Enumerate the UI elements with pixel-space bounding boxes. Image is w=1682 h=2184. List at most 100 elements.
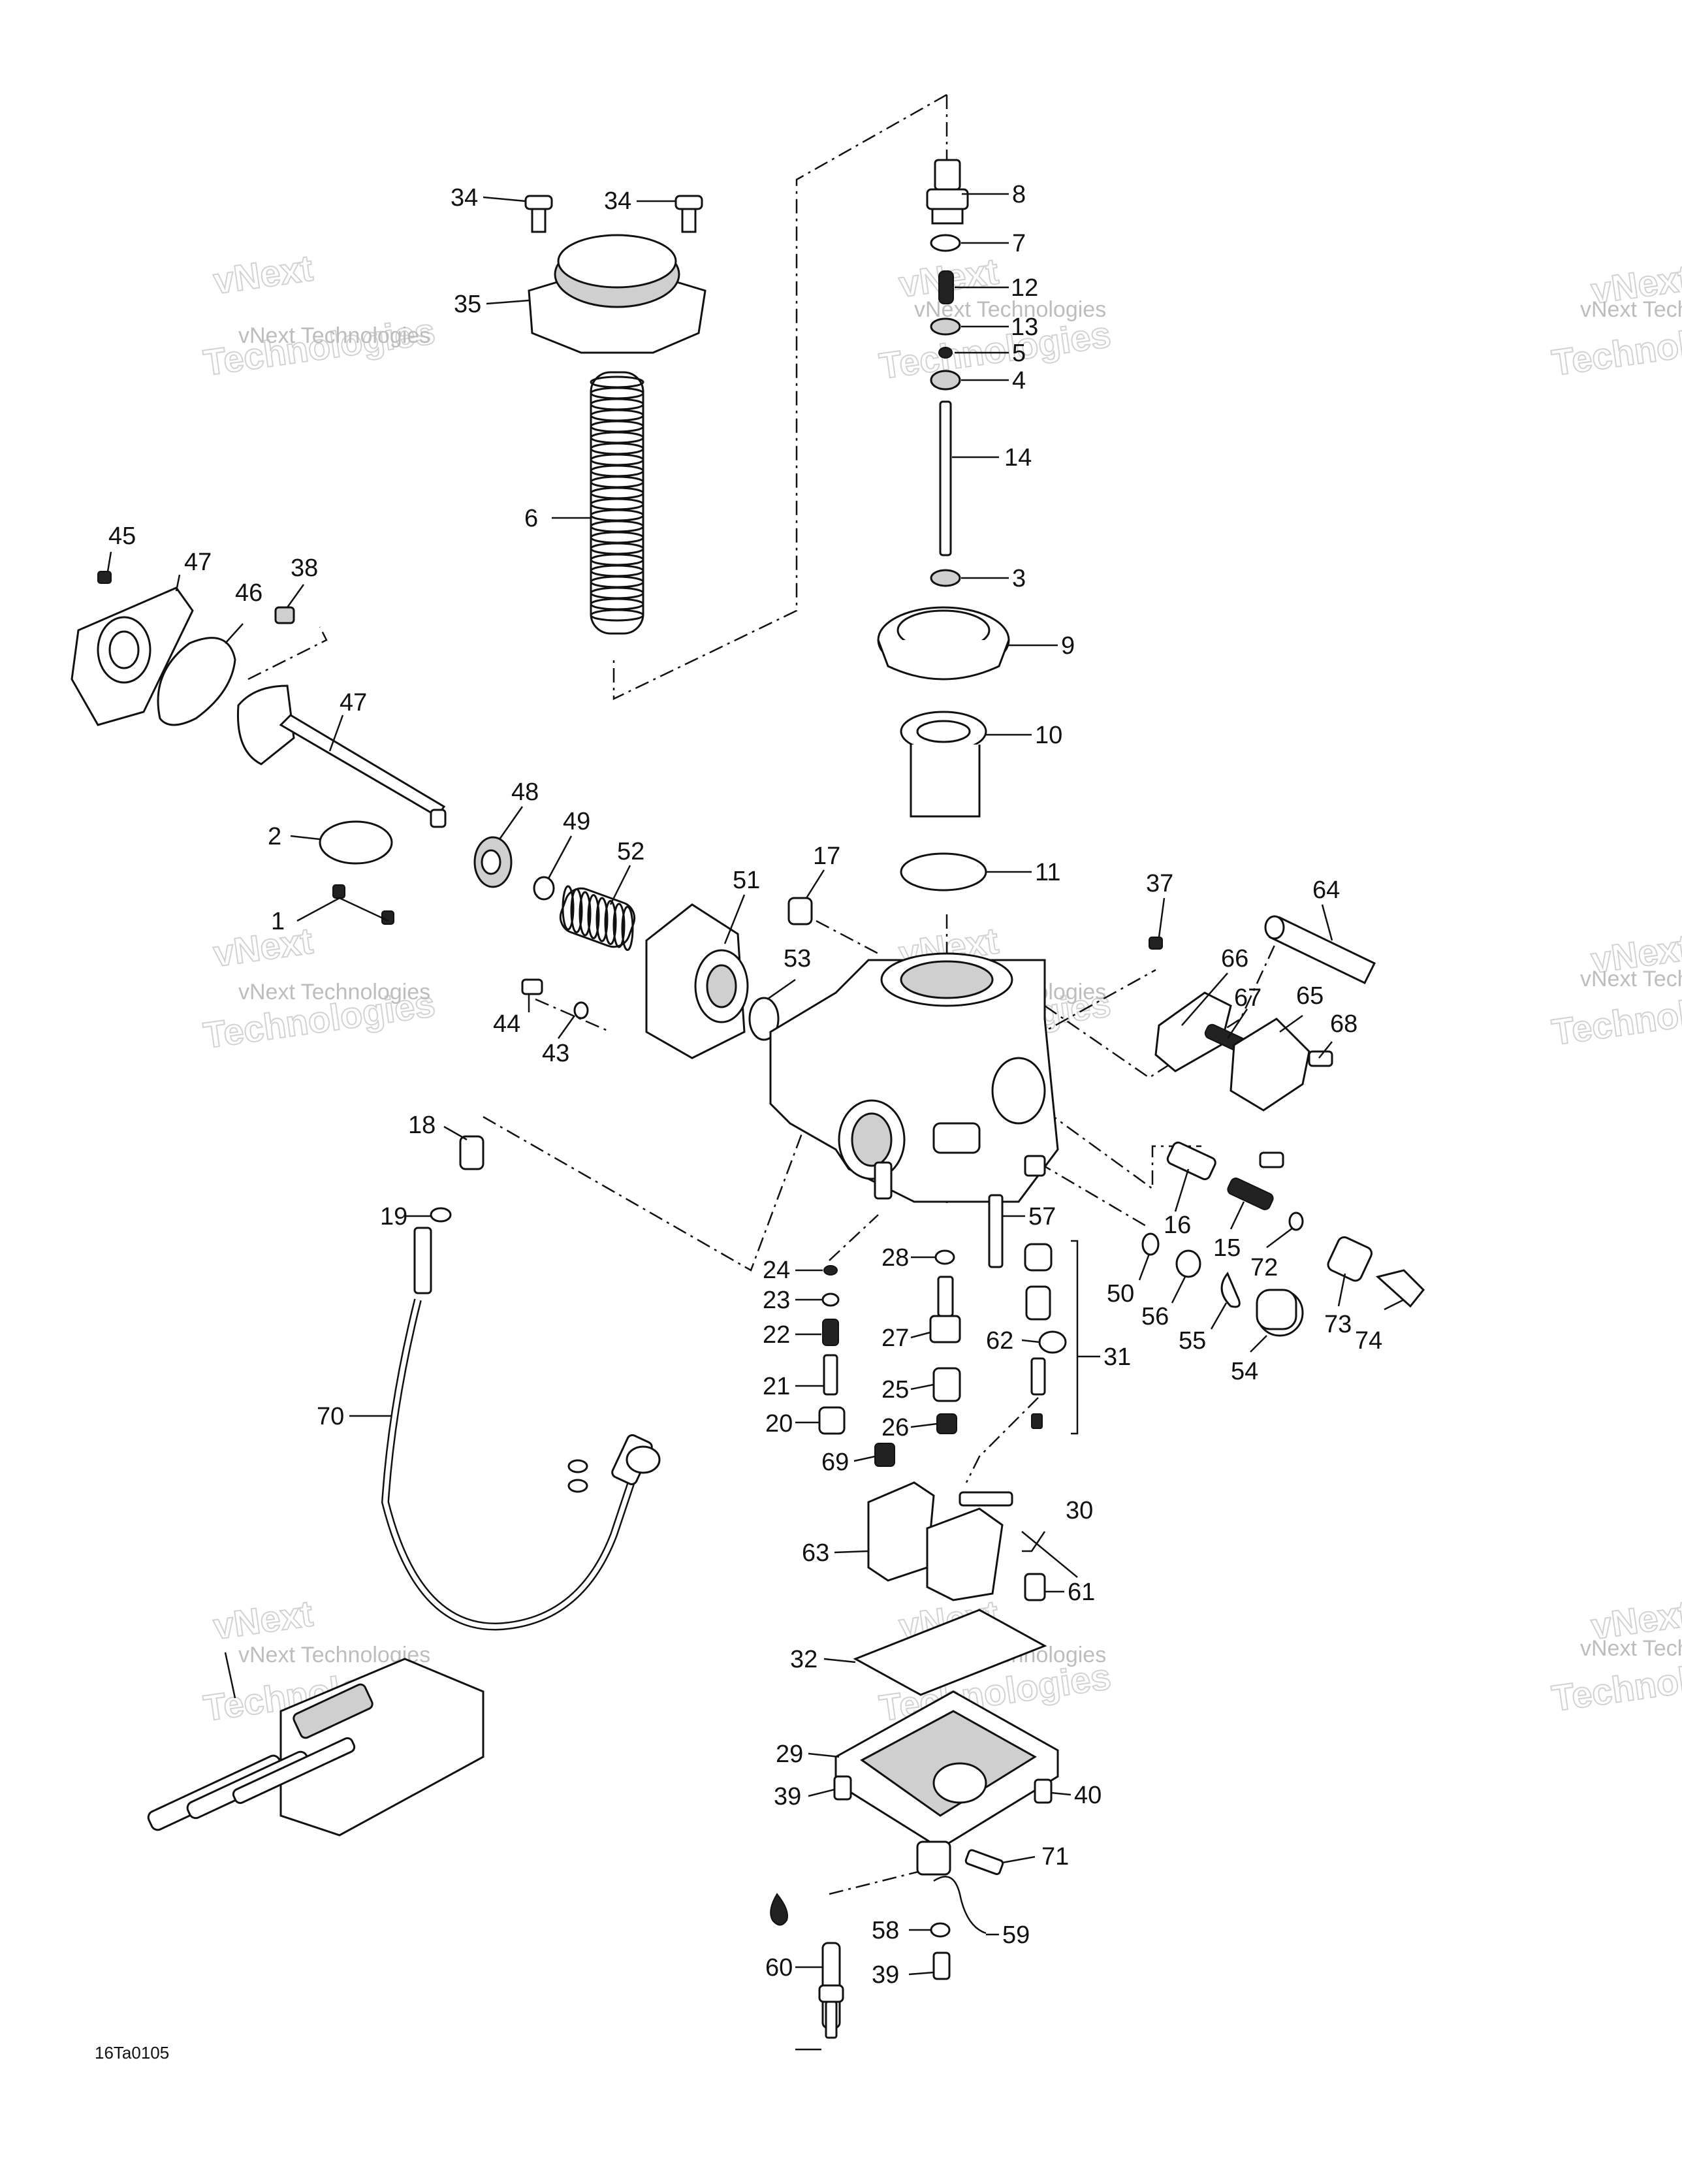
- spring-coil: [587, 894, 600, 939]
- guide-line-30: [965, 1397, 1039, 1483]
- washer-55: [930, 1922, 951, 1938]
- pin-30: [1021, 1531, 1078, 1578]
- callout-25: 25: [881, 1376, 909, 1404]
- spring-6: [590, 371, 644, 635]
- o-ring-69: [1288, 1212, 1304, 1231]
- callout-4: 4: [1012, 367, 1026, 394]
- callout-71: 74: [1355, 1327, 1382, 1355]
- washer-47-right: [1141, 1232, 1160, 1256]
- callout-13: 13: [1011, 313, 1038, 341]
- callout-30: 30: [1066, 1497, 1093, 1524]
- callout-8: 8: [1012, 181, 1026, 208]
- callout-68: 71: [1041, 1843, 1069, 1871]
- jet-holder-27: [929, 1276, 961, 1343]
- screw-39-left: [833, 1775, 852, 1801]
- spring-22: [822, 1319, 839, 1346]
- screw-41: [521, 978, 543, 995]
- guide-line-47b: [1038, 1161, 1150, 1229]
- needle-14: [939, 400, 952, 556]
- watermark-text: vNext Technologies: [238, 980, 430, 1004]
- callout-51: 54: [1231, 1358, 1258, 1385]
- watermark-text: vNext Technologies: [1580, 1636, 1682, 1661]
- bracket-31: [1071, 1240, 1079, 1435]
- watermark-text: vNext Technologies: [238, 323, 430, 348]
- nut-70: [1327, 1236, 1373, 1282]
- watermark-bottom-right: vNext Technologies vNext Technologies: [1549, 1592, 1682, 1720]
- watermark-text: vNext Technologies: [1580, 967, 1682, 991]
- callout-2: 2: [268, 823, 281, 850]
- callout-31: 31: [1103, 1343, 1131, 1371]
- parts-layer: [71, 159, 1425, 2039]
- needle-54: [988, 1194, 1004, 1268]
- callout-44: 47: [184, 549, 212, 576]
- callout-10: 10: [1035, 722, 1062, 749]
- spring-coil: [590, 609, 644, 622]
- callout-43: 46: [235, 579, 262, 607]
- spring-coil: [621, 906, 634, 951]
- callout-50: 53: [784, 945, 811, 972]
- callout-40: 43: [542, 1040, 569, 1067]
- washer-53: [1175, 1249, 1201, 1278]
- callout-27: 27: [881, 1325, 909, 1352]
- clip-5: [938, 347, 953, 359]
- guide-line-36: [1031, 969, 1156, 1040]
- callout-23: 23: [763, 1287, 790, 1314]
- slide-10: [900, 711, 987, 818]
- callout-69: 72: [1250, 1254, 1278, 1281]
- callout-54: 57: [1028, 1203, 1056, 1230]
- throttle-housing-48: [645, 903, 749, 1059]
- butterfly-plate-2: [319, 820, 393, 865]
- callout-62: 65: [1296, 982, 1324, 1010]
- callout-21: 21: [763, 1373, 790, 1400]
- washer-23: [821, 1293, 840, 1307]
- leader-lines: [106, 193, 1404, 2051]
- callout-49: 52: [617, 838, 644, 865]
- float-valve-31: [1024, 1243, 1053, 1429]
- watermark-text: Technologies: [877, 313, 1113, 387]
- o-ring-19: [430, 1207, 452, 1223]
- callout-22: 22: [763, 1321, 790, 1349]
- callout-35: 35: [454, 291, 481, 318]
- spacer-4: [930, 370, 961, 391]
- callout-34a: 34: [451, 184, 478, 212]
- watermark-text: vNext Technologies: [1580, 297, 1682, 322]
- o-ring-7: [930, 234, 961, 252]
- callout-48: 51: [733, 867, 760, 894]
- diaphragm-9: [877, 606, 1010, 681]
- cap-51: [1256, 1289, 1304, 1337]
- plunger-16: [1166, 1141, 1216, 1180]
- screw-cap-8: [926, 159, 969, 225]
- guide-line-cover: [612, 93, 947, 700]
- callout-41: 44: [493, 1010, 520, 1038]
- fitting-66: [874, 1443, 895, 1467]
- callout-55: 58: [872, 1917, 899, 1944]
- callout-46: 48: [511, 779, 539, 806]
- screw-34-left: [524, 195, 553, 233]
- spring-coil: [604, 900, 617, 945]
- screw-65: [1308, 1050, 1333, 1067]
- callout-3: 3: [1012, 565, 1026, 592]
- callout-61: 64: [1312, 876, 1340, 904]
- callout-53: 56: [1141, 1303, 1169, 1330]
- clip-52: [1220, 1272, 1241, 1308]
- callout-16: 16: [1164, 1212, 1191, 1239]
- spring-coil: [562, 885, 575, 931]
- callout-29: 29: [776, 1741, 803, 1768]
- washer-13: [930, 317, 961, 336]
- gasket-32: [853, 1609, 1047, 1696]
- guide-line-61: [1044, 933, 1281, 1079]
- screw-58: [1024, 1573, 1046, 1601]
- callout-52: 55: [1179, 1327, 1206, 1355]
- clamp-56: [933, 1876, 987, 1935]
- washer-3: [930, 569, 961, 587]
- callout-6: 6: [524, 505, 538, 532]
- callout-11: 11: [1035, 859, 1060, 886]
- washer-40: [573, 1001, 589, 1020]
- callout-60: 63: [802, 1539, 829, 1567]
- callout-58: 61: [1068, 1579, 1095, 1606]
- callout-63: 66: [1221, 945, 1248, 972]
- gasket-43: [157, 637, 236, 726]
- guide-line-41: [535, 998, 611, 1033]
- callout-18: 18: [408, 1112, 436, 1139]
